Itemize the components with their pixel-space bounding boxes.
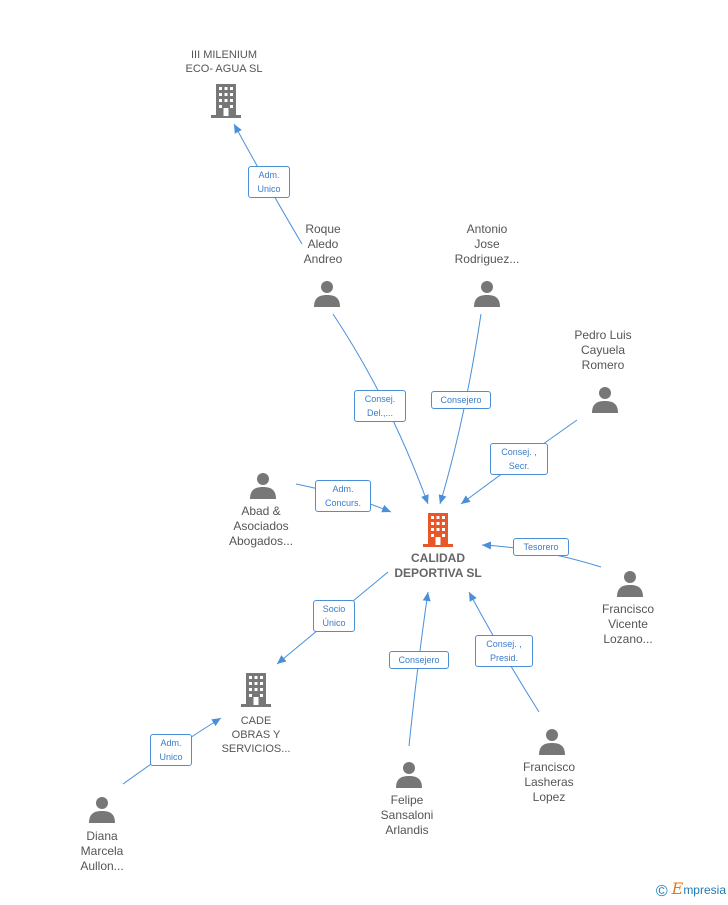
person-icon [592,387,618,413]
node-calidad-label[interactable]: CALIDAD DEPORTIVA SL [394,551,482,580]
edge-label-abad-calidad: Adm. Concurs. [315,480,371,512]
person-icon [617,571,643,597]
edge-label-diana-cade: Adm. Unico [150,734,192,766]
edge-antonio-calidad [438,313,482,505]
edge-felipe-calidad [408,591,431,747]
person-icon [396,762,422,788]
company-building-icon [241,673,271,707]
node-pedro-label[interactable]: Pedro Luis Cayuela Romero [574,328,632,372]
person-icon [250,473,276,499]
edge-label-flasheras-calidad: Consej. , Presid. [475,635,533,667]
node-milenium-label[interactable]: III MILENIUM ECO- AGUA SL [185,49,263,75]
edge-label-felipe-calidad: Consejero [389,651,449,669]
person-icon [314,281,340,307]
brand-e-letter: E [671,879,684,898]
node-cade-label[interactable]: CADE OBRAS Y SERVICIOS... [221,715,291,755]
center-company-building-icon [423,513,453,547]
node-roque-label[interactable]: Roque Aledo Andreo [303,222,343,266]
edge-label-fvicente-calidad: Tesorero [513,538,569,556]
copyright-brand[interactable]: ©Empresia [656,879,726,901]
person-icon [539,729,565,755]
edge-label-roque-calidad: Consej. Del.,... [354,390,406,422]
edge-label-antonio-calidad: Consejero [431,391,491,409]
node-francisco-lasheras-label[interactable]: Francisco Lasheras Lopez [522,760,575,804]
copyright-icon: © [655,883,668,900]
edge-label-pedro-calidad: Consej. , Secr. [490,443,548,475]
edge-label-calidad-cade: Socio Único [313,600,355,632]
node-felipe-label[interactable]: Felipe Sansaloni Arlandis [380,793,434,837]
brand-name: mpresia [683,883,726,897]
node-francisco-vicente-label[interactable]: Francisco Vicente Lozano... [601,602,654,646]
company-building-icon [211,84,241,118]
node-abad-label[interactable]: Abad & Asociados Abogados... [228,504,294,548]
node-diana-label[interactable]: Diana Marcela Aullon... [80,829,124,873]
edge-label-roque-milenium: Adm. Unico [248,166,290,198]
node-antonio-label[interactable]: Antonio Jose Rodriguez... [454,222,520,266]
person-icon [89,797,115,823]
person-icon [474,281,500,307]
